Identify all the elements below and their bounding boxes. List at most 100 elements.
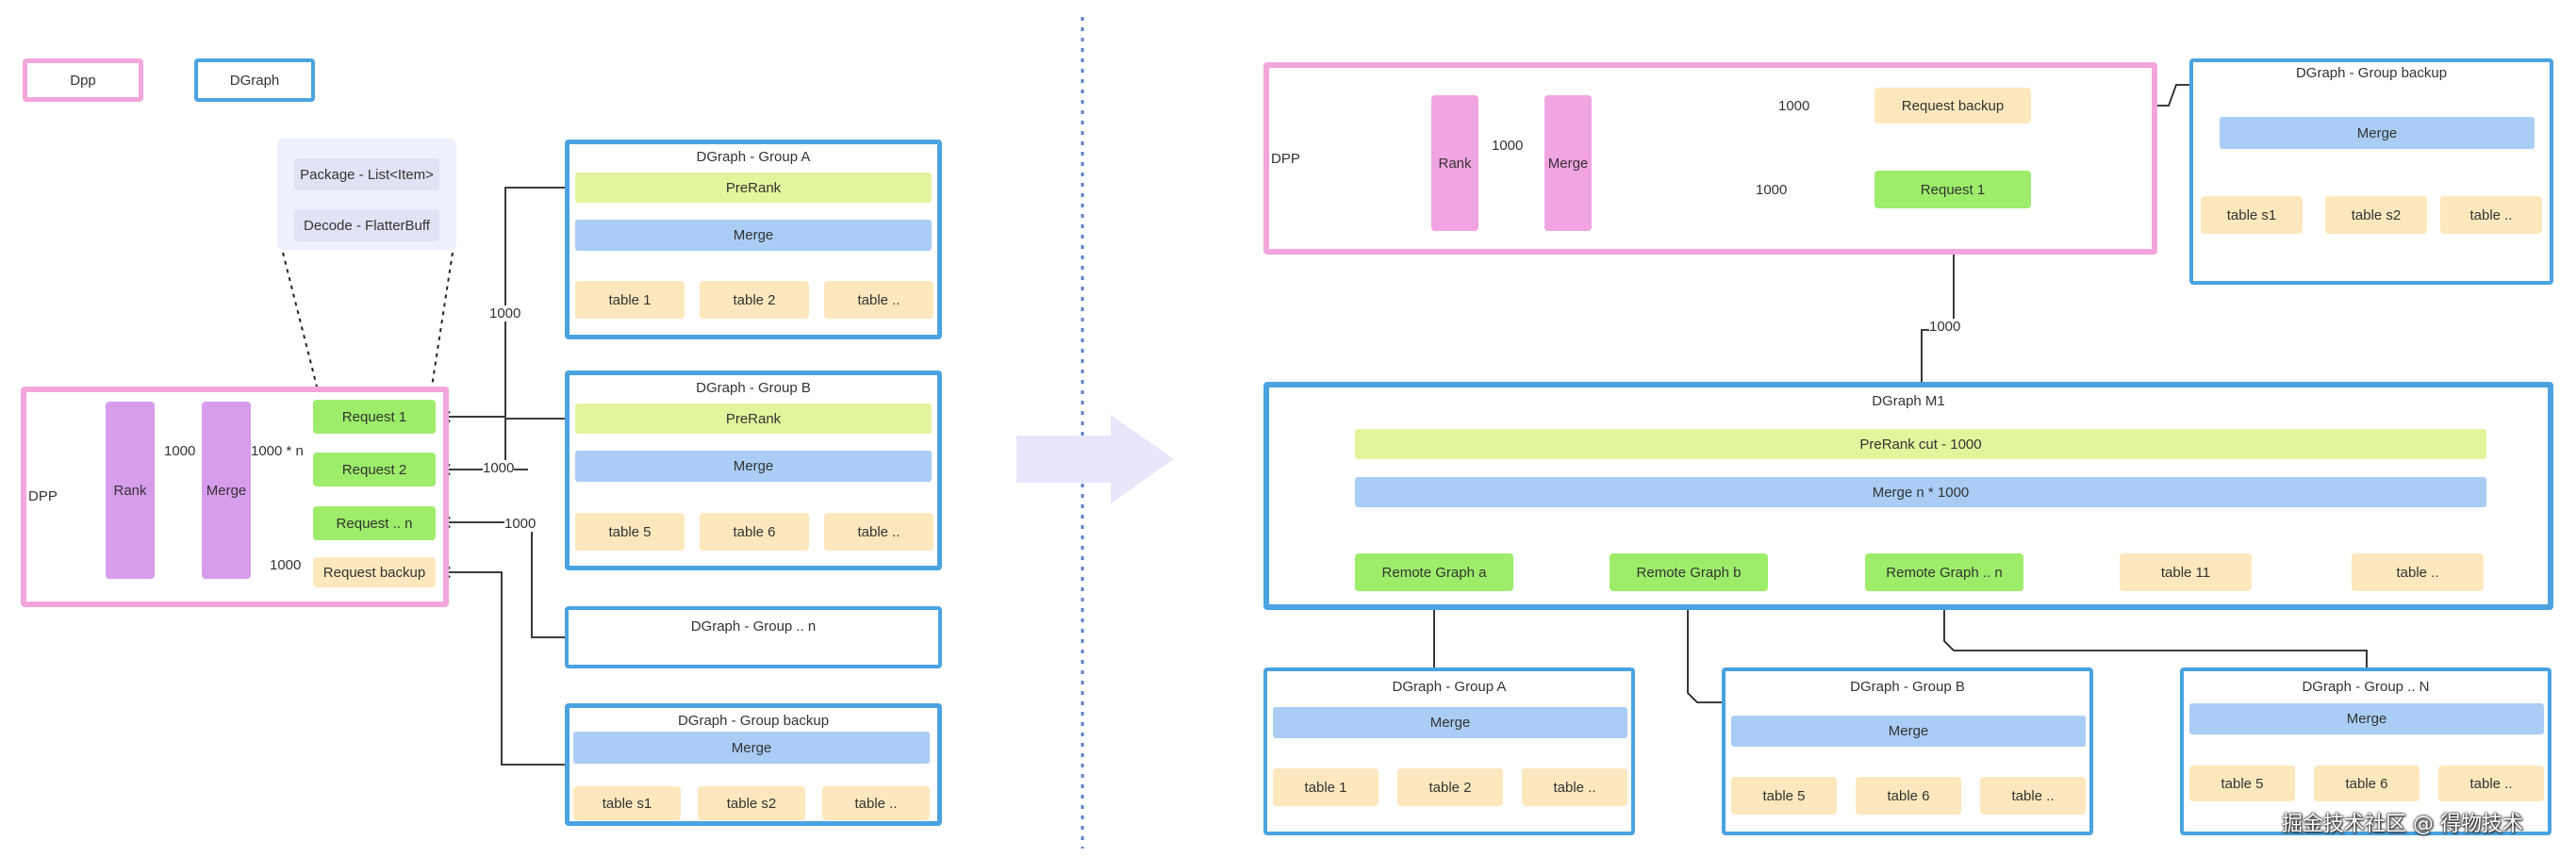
left-rank-label: Rank (113, 482, 147, 499)
left-group-a-prerank: PreRank (575, 173, 932, 203)
right-group-a-merge: Merge (1273, 707, 1627, 738)
right-group-a-merge-label: Merge (1429, 715, 1471, 731)
right-m1-prerank: PreRank cut - 1000 (1355, 429, 2486, 459)
left-group-backup-table-more-label: table .. (854, 795, 898, 812)
left-group-b-table-more-label: table .. (857, 523, 900, 540)
left-group-backup-title: DGraph - Group backup (677, 713, 830, 729)
right-m1-remote-b: Remote Graph b (1610, 553, 1768, 591)
right-group-backup-table-more: table .. (2440, 196, 2542, 234)
legend-dpp-label: Dpp (70, 72, 96, 89)
left-merge-node: Merge (202, 402, 251, 579)
left-group-a-table-more: table .. (824, 281, 933, 319)
right-edge-backup: 1000 (1778, 98, 1810, 114)
right-group-n: DGraph - Group .. N (2180, 667, 2551, 835)
right-group-backup-table-s2: table s2 (2325, 196, 2427, 234)
left-group-backup-table-more: table .. (822, 786, 930, 820)
right-group-b-table-5: table 5 (1731, 777, 1837, 815)
right-merge-label: Merge (1547, 155, 1589, 172)
left-edge-group-n: 1000 (504, 516, 537, 532)
right-group-backup-table-s2-label: table s2 (2351, 206, 2402, 223)
right-group-a-table-1: table 1 (1273, 768, 1379, 806)
right-m1-table-11: table 11 (2120, 553, 2252, 591)
right-group-b-table-6: table 6 (1856, 777, 1961, 815)
left-group-b-title: DGraph - Group B (696, 380, 811, 396)
left-edge-group-a: 1000 (489, 305, 521, 321)
left-dpp-title: DPP (28, 488, 58, 504)
right-m1-title: DGraph M1 (1872, 393, 1945, 409)
left-request-1-label: Request 1 (341, 408, 407, 425)
right-group-b-table-6-label: table 6 (1887, 787, 1930, 804)
left-request-2: Request 2 (313, 453, 436, 486)
right-group-n-table-6: table 6 (2314, 766, 2419, 801)
left-group-backup-table-s2: table s2 (698, 786, 805, 820)
right-m1-remote-n: Remote Graph .. n (1865, 553, 2023, 591)
right-m1-remote-b-label: Remote Graph b (1636, 564, 1742, 581)
left-group-a-table-1: table 1 (575, 281, 685, 319)
left-group-n: DGraph - Group .. n (565, 606, 942, 668)
decode-label: Decode - FlatterBuff (304, 217, 430, 234)
right-rank-label: Rank (1438, 155, 1472, 172)
right-m1-merge: Merge n * 1000 (1355, 477, 2486, 507)
left-group-a-table-1-label: table 1 (608, 291, 652, 308)
left-request-backup: Request backup (313, 557, 436, 587)
legend-dpp: Dpp (23, 58, 143, 102)
right-request-backup-label: Request backup (1901, 97, 2005, 114)
right-group-backup-merge: Merge (2220, 117, 2535, 149)
left-group-backup-table-s2-label: table s2 (726, 795, 777, 812)
legend-dgraph: DGraph (194, 58, 315, 102)
left-group-b-prerank: PreRank (575, 404, 932, 434)
right-group-a-table-2-label: table 2 (1428, 779, 1472, 796)
right-group-a-table-more: table .. (1522, 768, 1627, 806)
package-node: Package - List<Item> (294, 158, 439, 190)
right-group-n-table-more: table .. (2438, 766, 2544, 801)
right-rank-node: Rank (1431, 95, 1478, 231)
left-group-a-table-more-label: table .. (857, 291, 900, 308)
left-group-a-merge-label: Merge (733, 227, 774, 243)
left-group-backup-table-s1-label: table s1 (602, 795, 652, 812)
left-request-backup-label: Request backup (322, 564, 426, 581)
left-group-backup-table-s1: table s1 (573, 786, 681, 820)
left-group-b-table-more: table .. (824, 513, 933, 551)
right-request-1-label: Request 1 (1920, 181, 1986, 198)
right-m1-remote-a: Remote Graph a (1355, 553, 1513, 591)
right-m1-table-more-label: table .. (2396, 564, 2439, 581)
right-m1-merge-label: Merge n * 1000 (1872, 484, 1970, 501)
left-request-n: Request .. n (313, 506, 436, 540)
right-edge-rank-merge: 1000 (1492, 138, 1524, 154)
right-group-n-table-5: table 5 (2189, 766, 2295, 801)
right-group-backup: DGraph - Group backup (2189, 58, 2553, 285)
right-group-b-table-more: table .. (1980, 777, 2086, 815)
right-edge-request-1: 1000 (1756, 182, 1788, 198)
right-m1-prerank-label: PreRank cut - 1000 (1859, 436, 1982, 453)
left-group-a-merge: Merge (575, 220, 932, 251)
right-group-b-merge: Merge (1731, 716, 2086, 747)
right-request-1: Request 1 (1874, 171, 2031, 208)
left-edge-merge-requests: 1000 * n (251, 443, 304, 459)
right-group-b-table-more-label: table .. (2011, 787, 2055, 804)
right-m1-table-more: table .. (2352, 553, 2484, 591)
right-m1-table-11-label: table 11 (2160, 564, 2211, 581)
watermark: 掘金技术社区 @ 得物技术 (2282, 813, 2523, 836)
left-edge-group-b: 1000 (483, 460, 515, 476)
left-group-b-table-6: table 6 (700, 513, 809, 551)
left-group-b-prerank-label: PreRank (725, 410, 782, 427)
right-group-a-table-2: table 2 (1397, 768, 1503, 806)
left-edge-rank-merge: 1000 (164, 443, 196, 459)
right-m1-remote-n-label: Remote Graph .. n (1886, 564, 2003, 581)
right-m1-remote-a-label: Remote Graph a (1381, 564, 1487, 581)
left-group-a-prerank-label: PreRank (725, 179, 782, 196)
left-rank-node: Rank (106, 402, 155, 579)
left-group-b-table-6-label: table 6 (733, 523, 776, 540)
right-group-n-merge: Merge (2189, 703, 2544, 734)
right-group-backup-merge-label: Merge (2356, 124, 2398, 141)
left-group-b-table-5: table 5 (575, 513, 685, 551)
left-group-backup-merge: Merge (573, 732, 930, 764)
right-group-a: DGraph - Group A (1263, 667, 1635, 835)
left-backup-edge: 1000 (270, 557, 302, 573)
right-group-backup-table-more-label: table .. (2469, 206, 2513, 223)
right-edge-m1: 1000 (1929, 319, 1961, 335)
left-group-a-title: DGraph - Group A (696, 149, 811, 165)
left-request-n-label: Request .. n (336, 515, 413, 532)
right-group-b-title: DGraph - Group B (1850, 679, 1965, 695)
right-group-n-table-5-label: table 5 (2221, 775, 2264, 792)
